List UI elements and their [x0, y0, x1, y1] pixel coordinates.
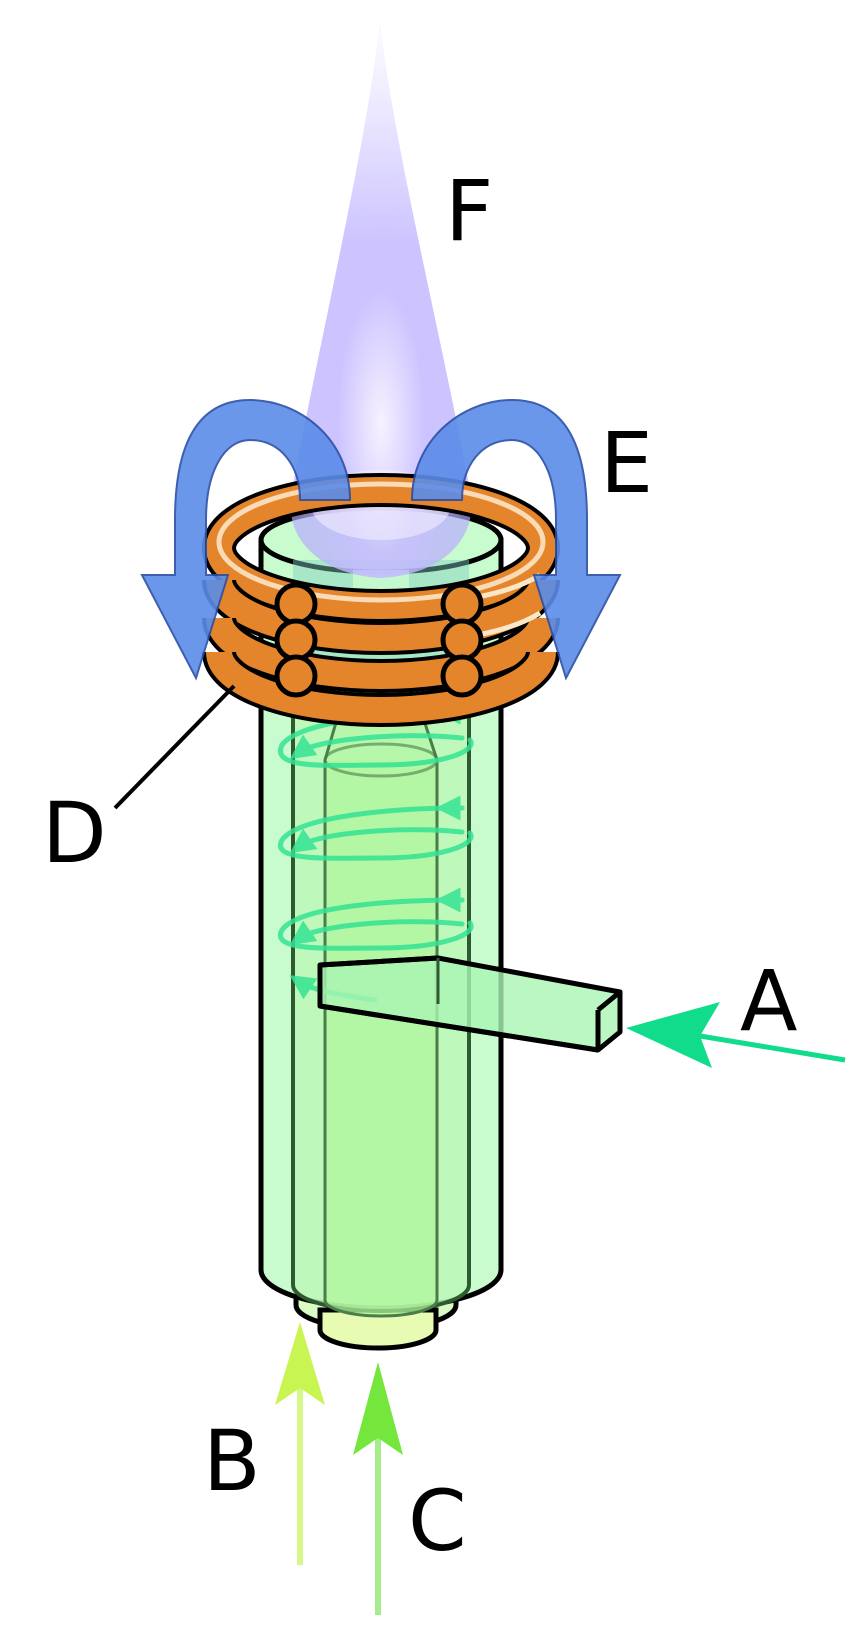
side-inlet-tube: [317, 955, 623, 1053]
label-e: E: [600, 414, 653, 512]
flow-arrow-b-icon: [275, 1322, 325, 1565]
recirculation-arrow-right-icon: [410, 398, 622, 681]
label-f: F: [445, 162, 493, 260]
label-b: B: [203, 1412, 261, 1510]
label-c: C: [408, 1472, 467, 1570]
flow-arrow-a-icon: [626, 1002, 846, 1068]
recirculation-arrow-left-icon: [140, 398, 352, 681]
recirculation-arrows: [140, 398, 622, 681]
flow-arrow-c-icon: [353, 1362, 403, 1615]
coil-icon: [202, 473, 560, 727]
label-d: D: [42, 784, 107, 882]
label-a: A: [740, 952, 797, 1050]
leader-line-d: [113, 684, 236, 810]
